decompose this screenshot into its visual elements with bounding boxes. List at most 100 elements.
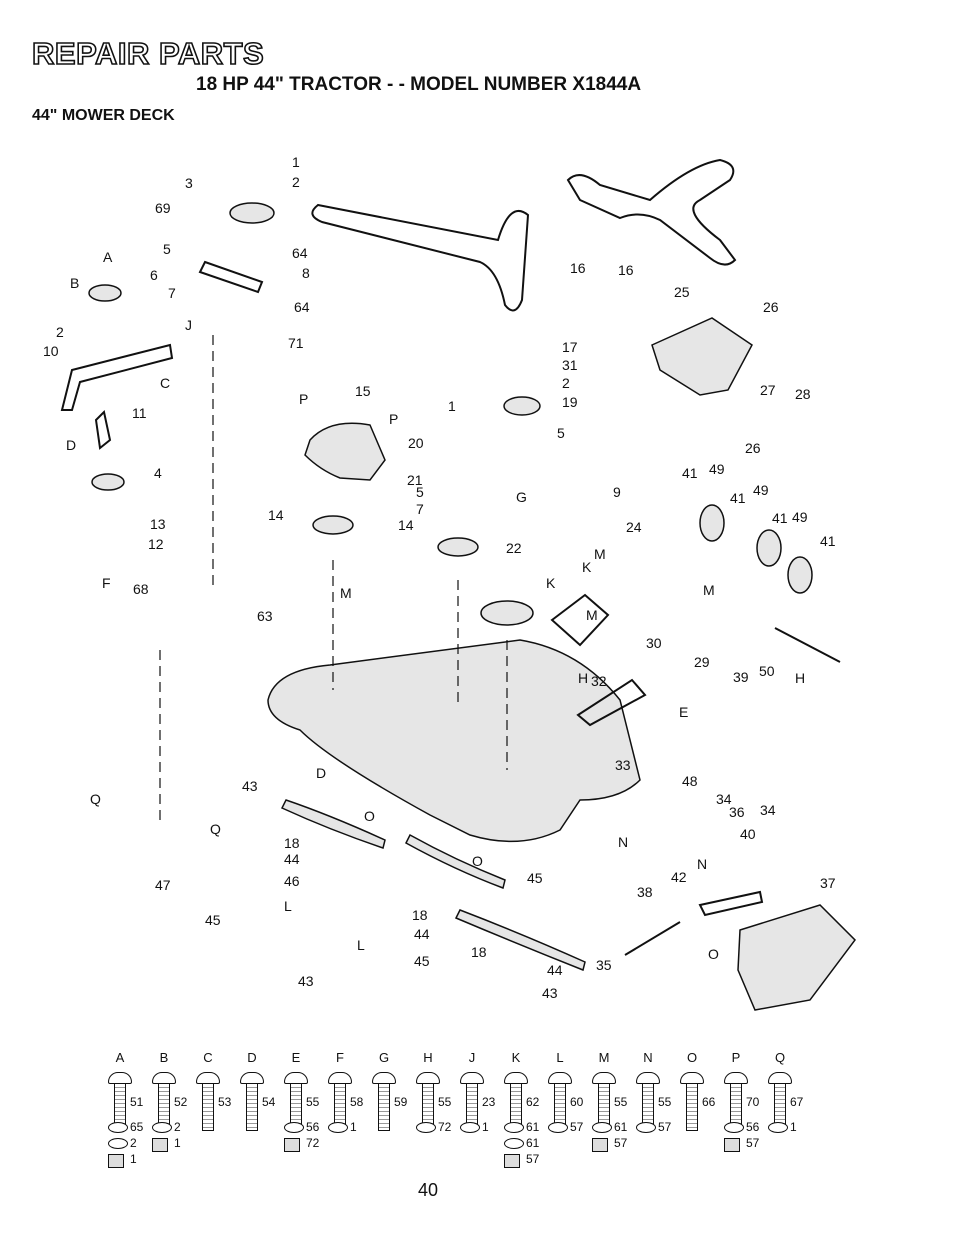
hardware-part-number: 57 (526, 1152, 540, 1166)
callout-F: F (102, 575, 111, 591)
callout-Q: Q (210, 821, 221, 837)
hardware-letter: E (291, 1050, 301, 1065)
callout-34: 34 (760, 802, 776, 818)
mower-deck-33 (267, 639, 641, 843)
callout-7: 7 (416, 501, 424, 517)
callout-20: 20 (408, 435, 424, 451)
hardware-part-number: 51 (130, 1095, 144, 1109)
callout-M: M (703, 582, 715, 598)
callout-29: 29 (694, 654, 710, 670)
callout-28: 28 (795, 386, 811, 402)
callout-10: 10 (43, 343, 59, 359)
bolt-icon (724, 1072, 748, 1131)
callout-25: 25 (674, 284, 690, 300)
bolt-icon (460, 1072, 484, 1131)
nut-icon (504, 1154, 520, 1168)
deflector-bracket-37 (698, 890, 764, 917)
pulley-4 (91, 473, 125, 491)
hardware-part-number: 2 (130, 1136, 137, 1150)
bracket-32 (576, 678, 647, 727)
callout-68: 68 (133, 581, 149, 597)
hardware-letter: O (686, 1050, 698, 1065)
callout-19: 19 (562, 394, 578, 410)
hardware-part-number: 72 (438, 1120, 452, 1134)
callout-49: 49 (753, 482, 769, 498)
callout-K: K (546, 575, 556, 591)
hardware-letter: Q (774, 1050, 786, 1065)
callout-1: 1 (292, 154, 300, 170)
washer-icon (548, 1122, 568, 1133)
hardware-letter: M (598, 1050, 610, 1065)
callout-O: O (472, 853, 483, 869)
hardware-letter: D (247, 1050, 257, 1065)
callout-24: 24 (626, 519, 642, 535)
hardware-letter: P (731, 1050, 741, 1065)
callout-32: 32 (591, 673, 607, 689)
callout-13: 13 (150, 516, 166, 532)
callout-33: 33 (615, 757, 631, 773)
hardware-part-number: 57 (614, 1136, 628, 1150)
hardware-part-number: 1 (130, 1152, 137, 1166)
bolt-icon (328, 1072, 352, 1131)
callout-43: 43 (298, 973, 314, 989)
hardware-letter: K (511, 1050, 521, 1065)
washer-icon (724, 1122, 744, 1133)
hardware-letter: J (468, 1050, 476, 1065)
callout-36: 36 (729, 804, 745, 820)
hardware-part-number: 55 (438, 1095, 452, 1109)
hardware-part-number: 58 (350, 1095, 364, 1109)
callout-M: M (594, 546, 606, 562)
rod-42 (624, 921, 681, 956)
nut-icon (108, 1154, 124, 1168)
callout-L: L (284, 898, 292, 914)
bolt-icon (196, 1072, 220, 1131)
callout-7: 7 (168, 285, 176, 301)
hardware-part-number: 1 (482, 1120, 489, 1134)
callout-69: 69 (155, 200, 171, 216)
callout-3: 3 (185, 175, 193, 191)
bolt-icon (416, 1072, 440, 1131)
hardware-part-number: 61 (526, 1120, 540, 1134)
axle-50 (774, 627, 841, 663)
nut-icon (284, 1138, 300, 1152)
hardware-part-number: 72 (306, 1136, 320, 1150)
callout-27: 27 (760, 382, 776, 398)
callout-M: M (340, 585, 352, 601)
nut-icon (152, 1138, 168, 1152)
callout-41: 41 (730, 490, 746, 506)
spindle-14-center (437, 537, 479, 557)
washer-icon (108, 1122, 128, 1133)
callout-18: 18 (471, 944, 487, 960)
blade-43-right (454, 909, 586, 972)
callout-16: 16 (618, 262, 634, 278)
callout-63: 63 (257, 608, 273, 624)
callout-5: 5 (416, 484, 424, 500)
callout-M: M (586, 607, 598, 623)
callout-41: 41 (682, 465, 698, 481)
callout-22: 22 (506, 540, 522, 556)
callout-4: 4 (154, 465, 162, 481)
callout-E: E (679, 704, 688, 720)
callout-K: K (582, 559, 592, 575)
hardware-letter: F (336, 1050, 344, 1065)
callout-44: 44 (284, 851, 300, 867)
bolt-icon (152, 1072, 176, 1131)
hardware-part-number: 1 (790, 1120, 797, 1134)
nut-icon (724, 1138, 740, 1152)
washer-icon (504, 1122, 524, 1133)
hardware-letter: H (423, 1050, 433, 1065)
bracket-11 (94, 409, 112, 450)
bolt-icon (284, 1072, 308, 1131)
hardware-letter: N (643, 1050, 653, 1065)
hardware-part-number: 60 (570, 1095, 584, 1109)
washer-icon (768, 1122, 788, 1133)
callout-16: 16 (570, 260, 586, 276)
